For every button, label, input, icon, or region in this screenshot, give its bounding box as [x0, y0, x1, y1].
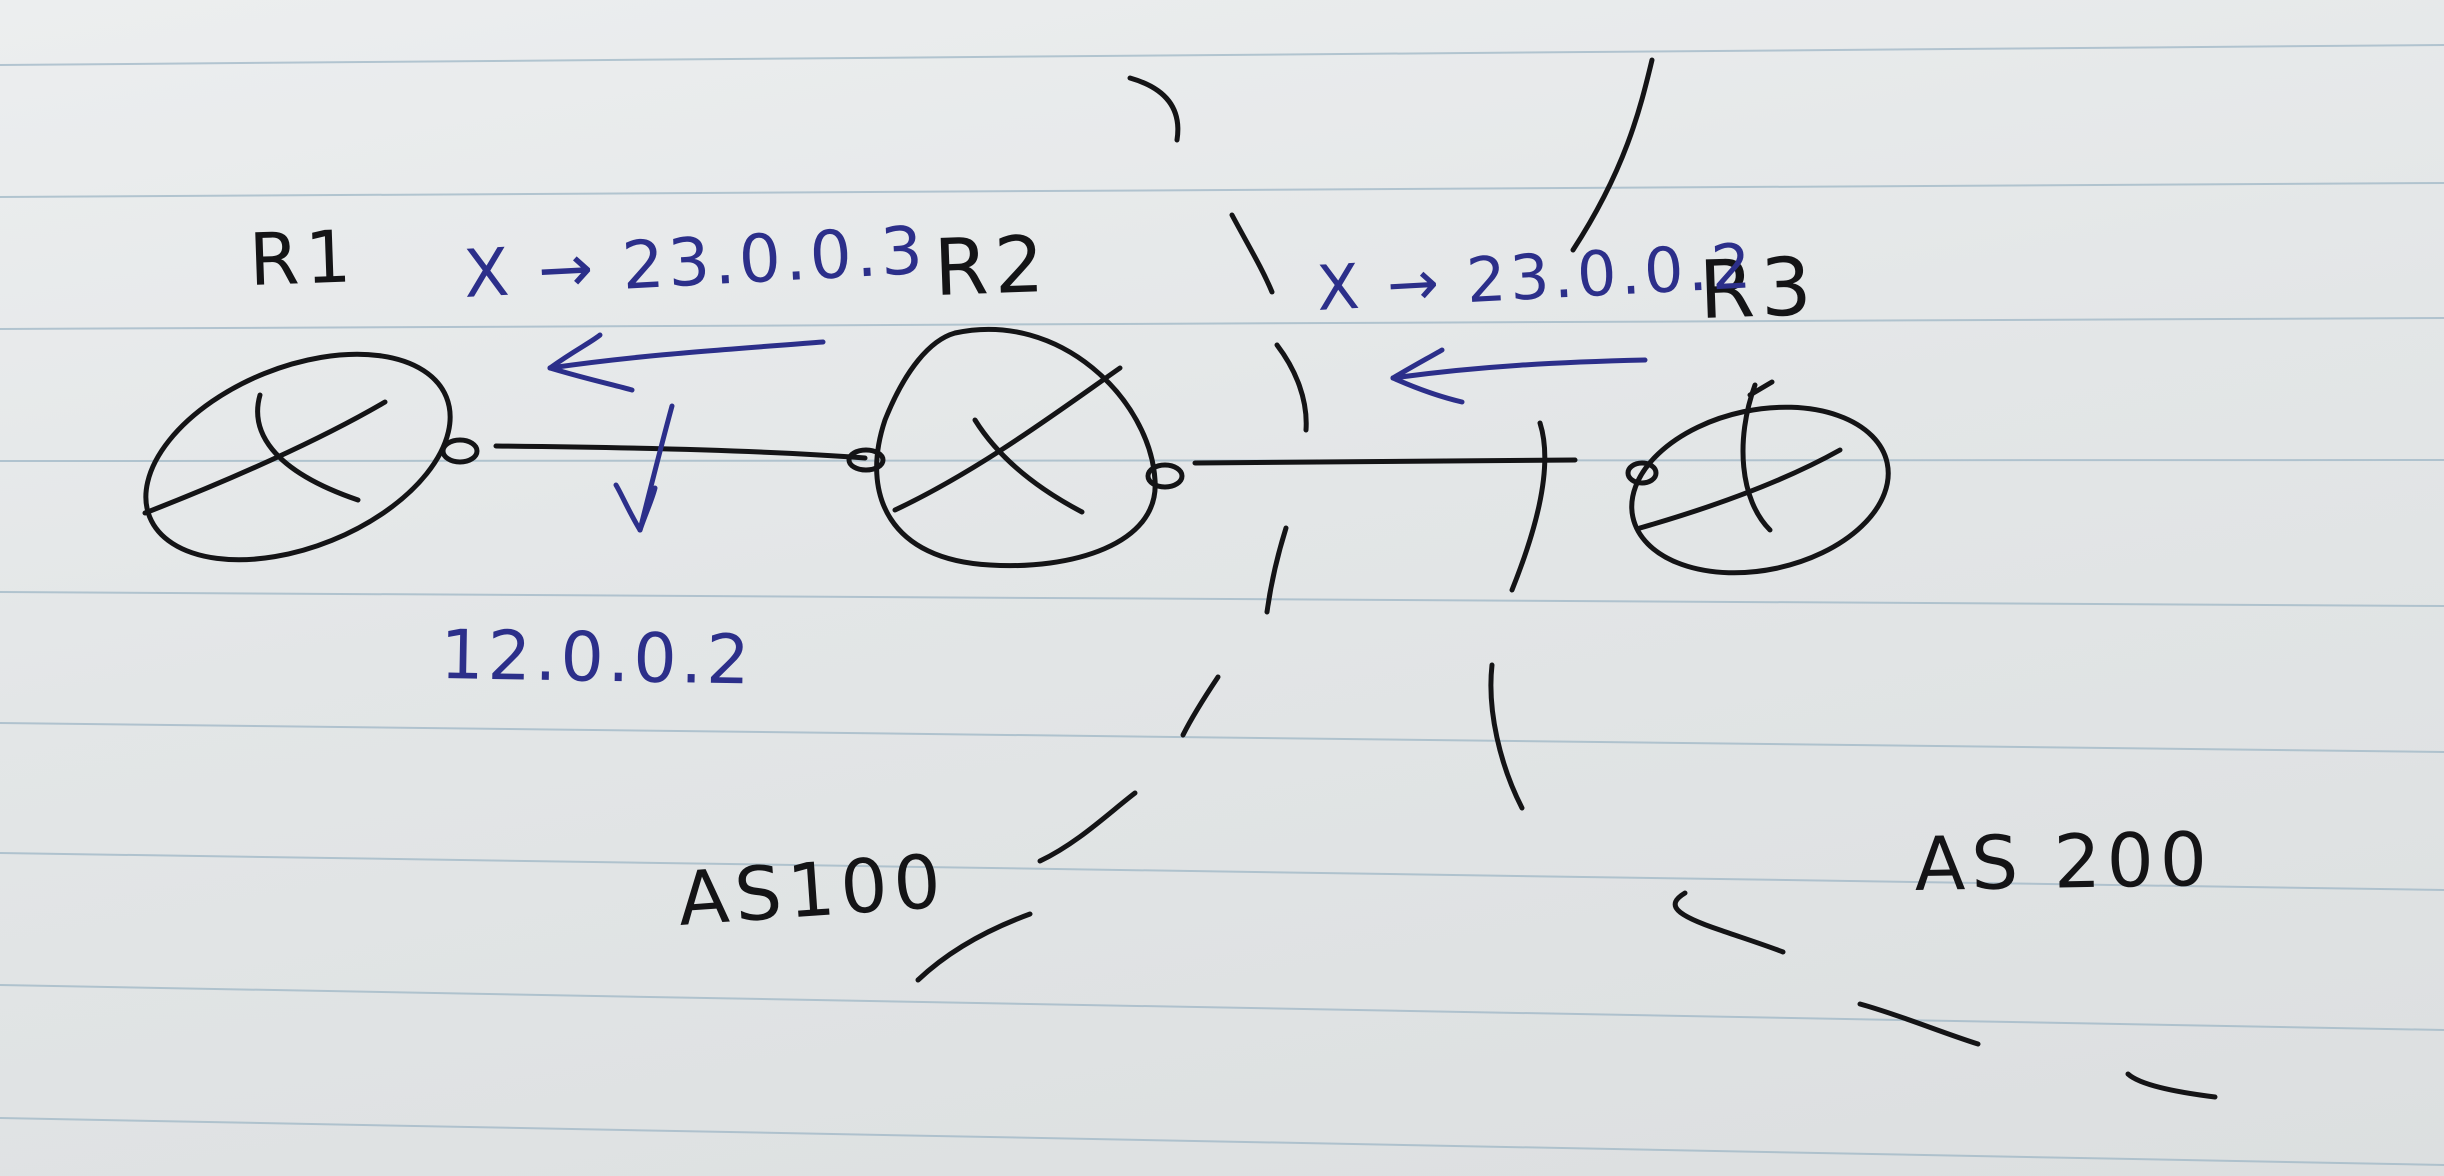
router-r1-icon	[142, 351, 480, 563]
ruled-lines	[0, 44, 2444, 1166]
router-label-r2: R2	[933, 220, 1052, 314]
link-r1-r2	[493, 443, 868, 461]
route-arrow-r3-to-r2	[1390, 347, 1648, 405]
as100-boundary	[915, 75, 1309, 983]
as100-label: AS100	[675, 838, 949, 943]
address-label-12-0-0-2: 12.0.0.2	[440, 616, 755, 700]
route-arrow-r2-to-r1	[547, 332, 826, 393]
link-r2-r3	[1192, 457, 1578, 466]
route-label-r2-r3: X → 23.0.0.2	[1315, 229, 1756, 325]
route-label-r1-r2: X → 23.0.0.3	[462, 212, 929, 313]
router-label-r3: R3	[1697, 240, 1819, 337]
router-r3-icon	[1625, 379, 1891, 576]
route-arrow-down-to-r1	[613, 403, 675, 533]
as200-label: AS 200	[1914, 817, 2214, 908]
as200-boundary	[1488, 57, 2218, 1100]
router-r2-icon	[846, 326, 1185, 569]
router-label-r1: R1	[248, 214, 359, 302]
